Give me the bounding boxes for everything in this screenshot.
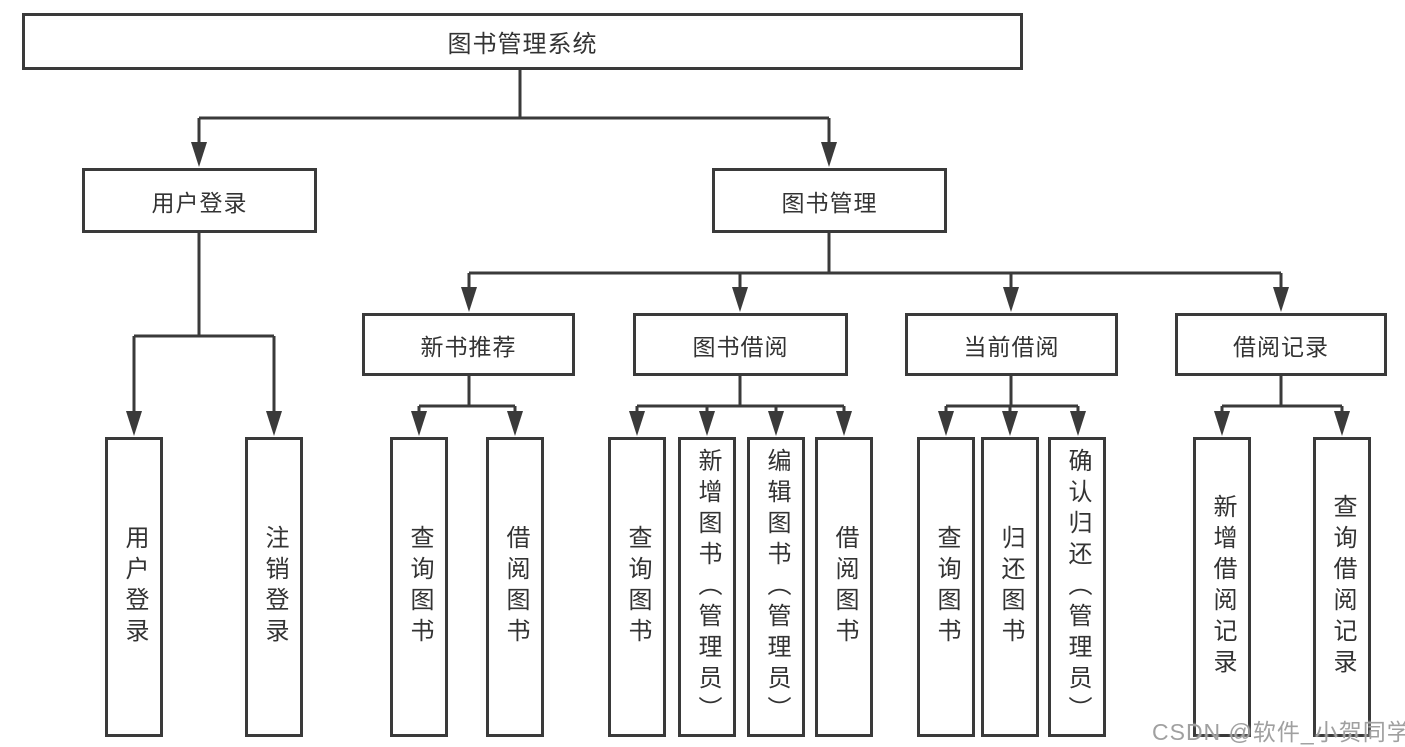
leaf-search-books-current-label: 查询图书 [933,525,960,649]
node-root-label: 图书管理系统 [447,31,598,58]
leaf-confirm-return-admin: 确认归还（管理员） [1048,437,1106,737]
node-borrow-records: 借阅记录 [1175,313,1387,376]
leaf-search-books-borrow: 查询图书 [608,437,666,737]
leaf-edit-book-admin-label: 编辑图书（管理员） [763,447,790,727]
leaf-search-books-current: 查询图书 [917,437,975,737]
arrowheads [126,142,1350,436]
node-book-borrow: 图书借阅 [633,313,848,376]
leaf-user-login-label: 用户登录 [121,525,148,649]
node-current-borrow-label: 当前借阅 [963,333,1060,360]
node-current-borrow: 当前借阅 [905,313,1118,376]
leaf-edit-book-admin: 编辑图书（管理员） [747,437,805,737]
node-new-book-recommend-label: 新书推荐 [420,333,517,360]
leaf-search-books-borrow-label: 查询图书 [624,525,651,649]
leaf-add-book-admin-label: 新增图书（管理员） [694,447,721,727]
leaf-search-borrow-record-label: 查询借阅记录 [1329,494,1356,680]
node-user-login: 用户登录 [82,168,317,233]
node-book-borrow-label: 图书借阅 [692,333,789,360]
leaf-borrow-books-label: 借阅图书 [831,525,858,649]
leaf-return-book: 归还图书 [981,437,1039,737]
node-root: 图书管理系统 [22,13,1023,70]
node-borrow-records-label: 借阅记录 [1233,333,1329,360]
leaf-logout: 注销登录 [245,437,303,737]
leaf-search-books-recommend: 查询图书 [390,437,448,737]
leaf-add-borrow-record-label: 新增借阅记录 [1209,494,1236,680]
node-new-book-recommend: 新书推荐 [362,313,575,376]
leaf-search-books-recommend-label: 查询图书 [406,525,433,649]
node-book-management-label: 图书管理 [781,189,878,216]
leaf-borrow-books-recommend: 借阅图书 [486,437,544,737]
leaf-logout-label: 注销登录 [261,525,288,649]
leaf-return-book-label: 归还图书 [997,525,1024,649]
leaf-add-book-admin: 新增图书（管理员） [678,437,736,737]
csdn-watermark: CSDN @软件_小贺同学 [1152,719,1405,745]
leaf-search-borrow-record: 查询借阅记录 [1313,437,1371,737]
leaf-confirm-return-admin-label: 确认归还（管理员） [1064,447,1091,727]
leaf-user-login: 用户登录 [105,437,163,737]
node-user-login-label: 用户登录 [151,189,248,216]
node-book-management: 图书管理 [712,168,947,233]
leaf-borrow-books-recommend-label: 借阅图书 [502,525,529,649]
leaf-borrow-books: 借阅图书 [815,437,873,737]
leaf-add-borrow-record: 新增借阅记录 [1193,437,1251,737]
